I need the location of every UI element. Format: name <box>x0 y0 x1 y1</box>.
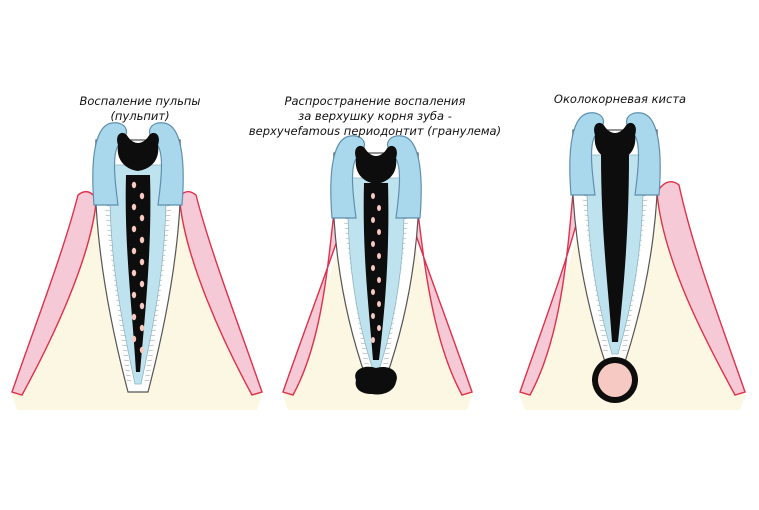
caption-granuloma-line-2: за верхушку корня зуба - <box>298 109 452 123</box>
pulpitis-inflamed-pulp <box>125 175 151 372</box>
caption-granuloma-line-3: верхучеfamous периодонтит (гранулема) <box>248 124 502 138</box>
cyst-inflamed-pulp <box>601 155 629 342</box>
pulpitis-caries-cavity <box>117 132 159 171</box>
granuloma-inflamed-pulp <box>363 183 389 360</box>
caption-pulpitis: Воспаление пульпы (пульпит) <box>60 94 220 124</box>
pulpitis-gum-left <box>11 191 97 396</box>
cyst-gum-right <box>656 181 746 396</box>
caption-cyst-line-1: Околокорневая киста <box>553 92 687 106</box>
caption-pulpitis-line-2: (пульпит) <box>110 109 170 123</box>
cyst-caries-cavity <box>594 122 636 161</box>
caption-granuloma: Распространение воспаления за верхушку к… <box>240 94 510 139</box>
caption-cyst: Околокорневая киста <box>535 92 705 107</box>
caption-granuloma-line-1: Распространение воспаления <box>284 94 466 108</box>
granuloma-granuloma <box>355 366 397 395</box>
caption-pulpitis-line-1: Воспаление пульпы <box>79 94 201 108</box>
cyst-cyst <box>598 363 632 397</box>
granuloma-caries-cavity <box>355 145 397 184</box>
